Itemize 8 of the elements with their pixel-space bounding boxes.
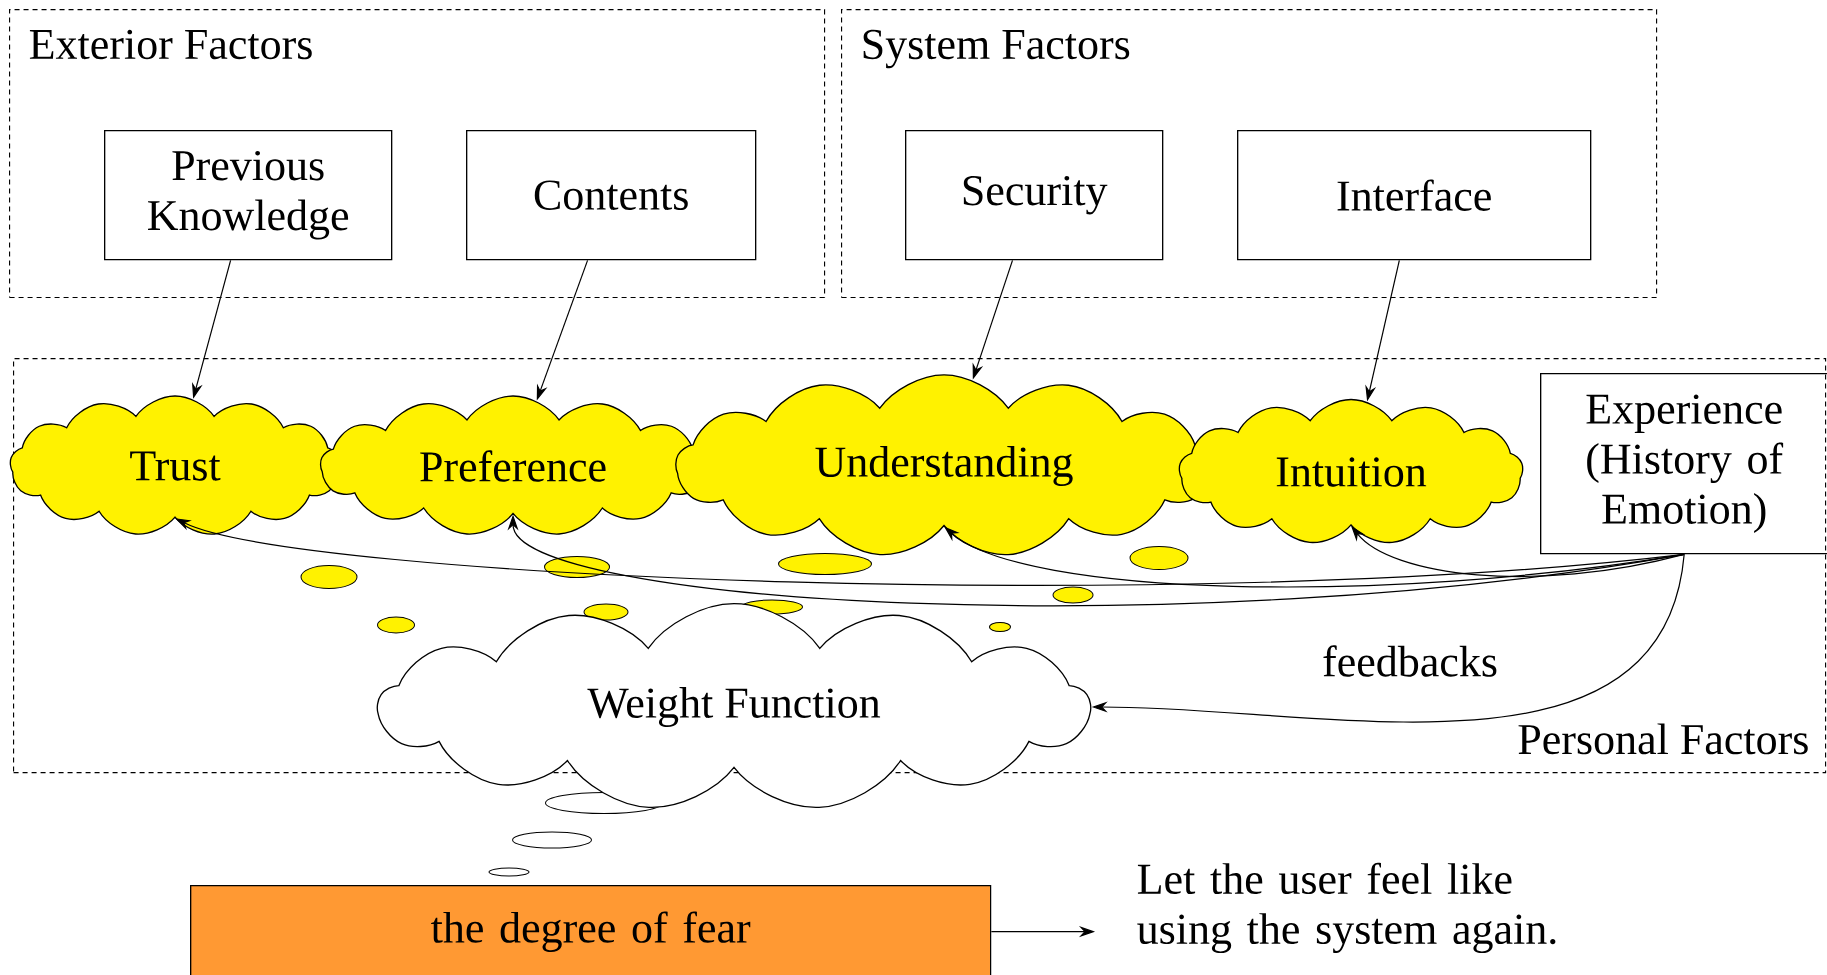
factor-box: Security [905, 130, 1164, 261]
factor-box: Interface [1237, 130, 1592, 261]
result-text: Let the user feel like using the system again. [1137, 862, 1556, 954]
process-box: the degree of fear [190, 885, 992, 975]
factor-box: Contents [466, 130, 757, 261]
factor-box: Experience (History of Emotion) [1540, 373, 1827, 555]
edge-label: feedbacks [1320, 643, 1500, 679]
factor-box: Previous Knowledge [104, 130, 393, 261]
